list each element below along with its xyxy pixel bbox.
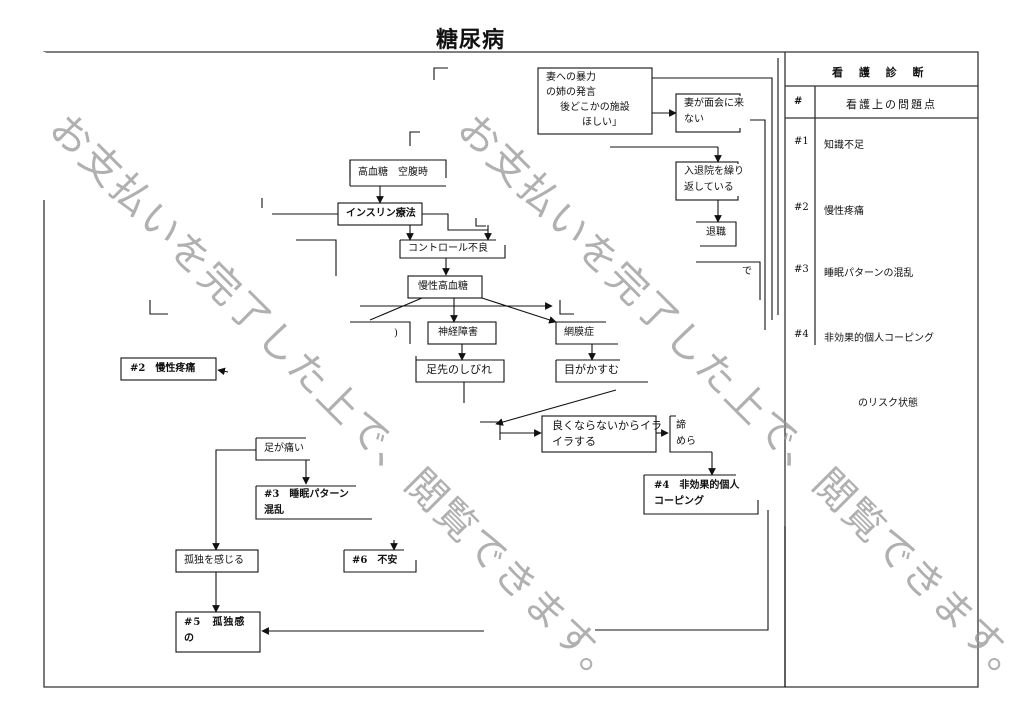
node-line: 良くならないからイラ	[552, 419, 662, 432]
node-chronic-hyperglycemia: 慢性高血糖	[418, 281, 468, 292]
table-row-problem: 知識不足	[824, 140, 864, 151]
node-line: 返している	[684, 182, 734, 193]
table-row-num: #2	[794, 202, 809, 213]
node-retinopathy: 網膜症	[564, 327, 594, 338]
table-header: 看 護 診 断	[832, 66, 930, 79]
node-line: イラする	[552, 435, 596, 448]
node-violence: 妻への暴力 の姉の発言 後どこかの施設 ほしい」	[540, 70, 636, 130]
table-row-problem: 慢性疼痛	[824, 206, 864, 217]
node-hyperglycemia: 高血糖 空腹時	[358, 167, 428, 178]
node-partial-right: 諦 めら	[672, 418, 702, 450]
node-sleep-3: #3 睡眠パターン 混乱	[258, 487, 355, 519]
node-line: ない	[684, 114, 704, 125]
node-anxiety-6: #6 不安	[352, 555, 398, 566]
node-insulin: インスリン療法	[346, 208, 416, 219]
node-blurred-vision: 目がかすむ	[564, 363, 619, 376]
table-row-problem: 非効果的個人コーピング	[824, 333, 934, 344]
node-neuropathy: 神経障害	[438, 327, 478, 338]
node-leg-pain: 足が痛い	[264, 443, 304, 454]
node-line: コーピング	[654, 496, 704, 507]
table-row-num: #1	[794, 136, 809, 147]
node-partial-left: )	[394, 328, 398, 339]
node-line: 諦	[676, 420, 686, 431]
node-line: #3 睡眠パターン	[264, 489, 349, 500]
table-col-num: #	[794, 96, 803, 107]
node-line: ほしい」	[582, 117, 622, 128]
node-wife-not-visit: 妻が面会に来 ない	[678, 96, 750, 128]
node-line: 入退院を繰り	[684, 166, 744, 177]
table-col-problem: 看護上の問題点	[846, 98, 937, 111]
node-line: の姉の発言	[546, 87, 596, 98]
table-row-num: #4	[794, 329, 809, 340]
node-line: #5 孤独感	[184, 617, 246, 628]
node-line: 妻が面会に来	[684, 98, 744, 109]
table-row-num: #3	[794, 264, 809, 275]
node-coping-4: #4 非効果的個人 コーピング	[648, 478, 745, 510]
node-chronic-pain-2: #2 慢性疼痛	[130, 363, 196, 374]
node-numbness: 足先のしびれ	[426, 363, 492, 376]
node-line: 混乱	[264, 505, 284, 516]
node-line: の	[184, 633, 195, 644]
node-line: #4 非効果的個人	[654, 480, 740, 491]
node-line: 後どこかの施設	[560, 102, 630, 113]
node-retire: 退職	[706, 227, 726, 238]
node-loneliness-5: #5 孤独感 の	[178, 615, 251, 647]
page-title: 糖尿病	[436, 27, 506, 53]
table-row-problem: 睡眠パターンの混乱	[824, 268, 914, 279]
table-row-problem: のリスク状態	[858, 398, 918, 409]
outer-frame	[43, 51, 979, 688]
node-line: 妻への暴力	[546, 72, 596, 83]
node-line: めら	[676, 436, 696, 447]
node-readmission: 入退院を繰り 返している	[678, 164, 750, 196]
node-control-poor: コントロール不良	[408, 243, 488, 254]
node-partial-de: で	[742, 266, 752, 277]
node-irritated: 良くならないからイラ イラする	[546, 418, 668, 450]
node-lonely: 孤独を感じる	[184, 555, 244, 566]
